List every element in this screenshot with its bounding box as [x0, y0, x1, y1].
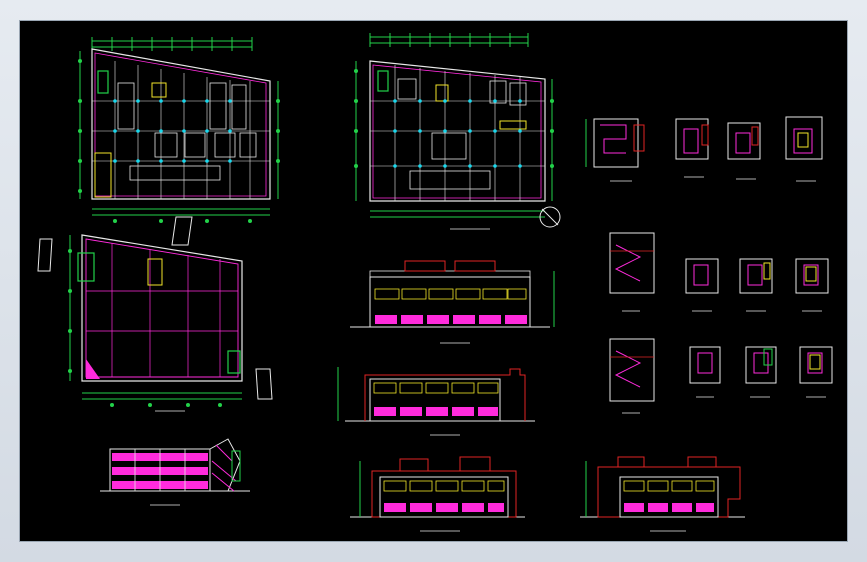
- elevation-front[interactable]: [350, 260, 555, 344]
- elevation-side-b[interactable]: [580, 456, 745, 532]
- stair-details[interactable]: [585, 116, 833, 414]
- section[interactable]: [100, 438, 250, 506]
- plan-floor-2[interactable]: [354, 33, 561, 230]
- elevation-rear[interactable]: [337, 367, 535, 436]
- cad-drawing-svg: [37, 33, 833, 532]
- elevation-side-a[interactable]: [350, 456, 525, 532]
- plan-floor-1[interactable]: [78, 37, 280, 223]
- cad-drawing-canvas[interactable]: [20, 21, 847, 541]
- plan-roof[interactable]: [37, 216, 273, 412]
